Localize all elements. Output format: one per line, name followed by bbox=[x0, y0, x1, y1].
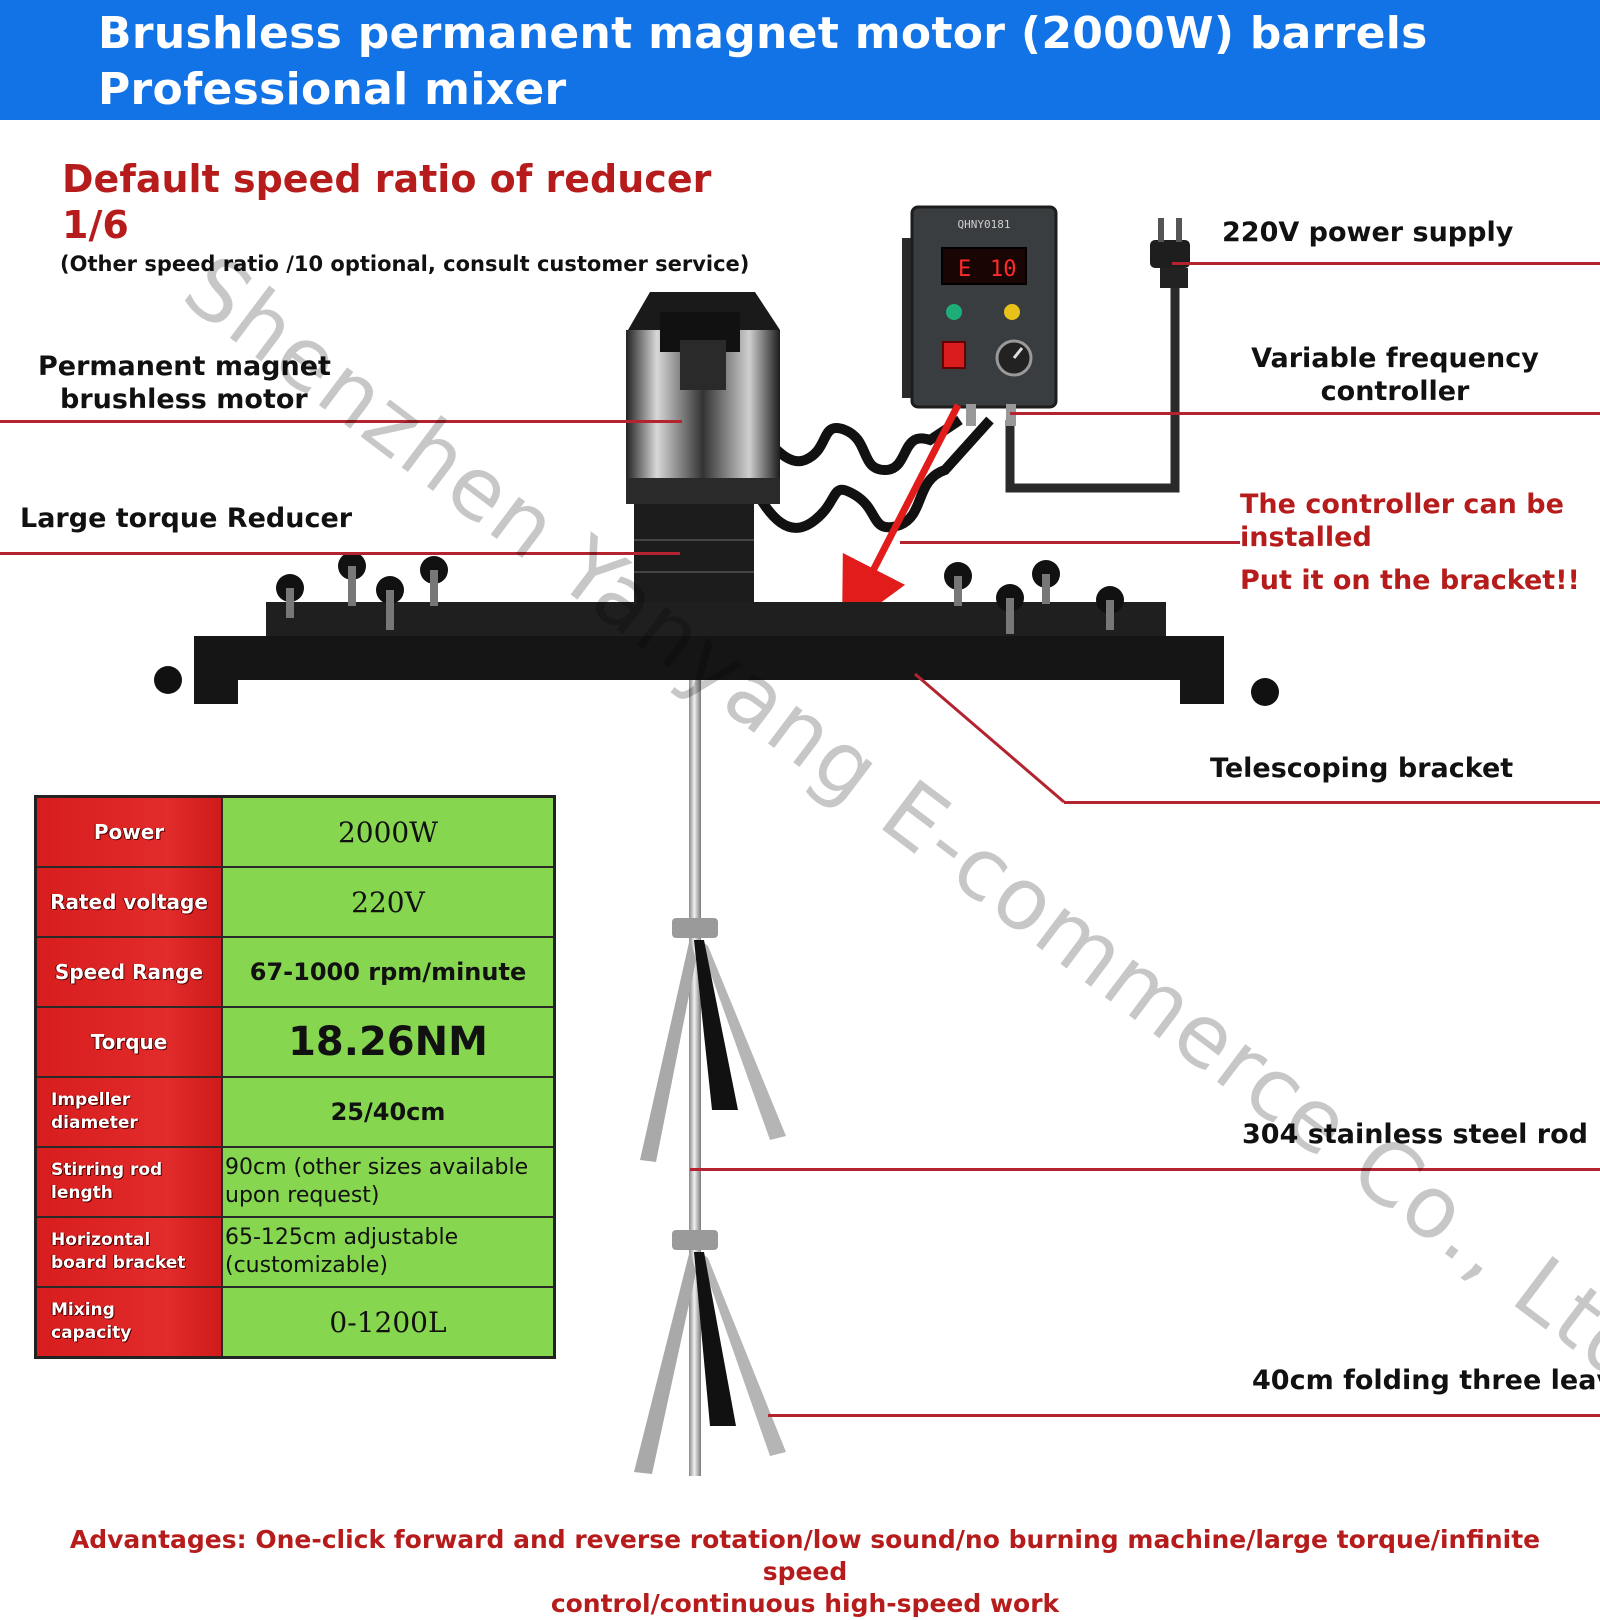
leader-line-controller bbox=[900, 541, 1240, 544]
leader-line-power bbox=[1172, 262, 1600, 265]
label-telescoping-bracket: Telescoping bracket bbox=[1210, 753, 1514, 784]
label-motor: Permanent magnet brushless motor bbox=[38, 350, 331, 416]
spec-value: 18.26NM bbox=[221, 1006, 556, 1078]
green-indicator-icon bbox=[946, 304, 962, 320]
label-controller-line3: Put it on the bracket!! bbox=[1240, 565, 1580, 596]
spec-key-line1: Mixing bbox=[51, 1300, 115, 1320]
spec-key: Rated voltage bbox=[34, 866, 223, 938]
spec-key: Impeller diameter bbox=[34, 1076, 223, 1148]
spec-key: Speed Range bbox=[34, 936, 223, 1008]
spec-key-line2: diameter bbox=[51, 1113, 138, 1133]
label-motor-line2: brushless motor bbox=[60, 384, 308, 415]
spec-value-line2: upon request) bbox=[225, 1183, 380, 1208]
telescoping-bracket bbox=[154, 552, 1279, 706]
brushless-motor bbox=[626, 292, 780, 504]
spec-value-line2: (customizable) bbox=[225, 1253, 388, 1278]
display-readout-right: 10 bbox=[990, 257, 1017, 282]
bracket-knob-icon bbox=[154, 666, 182, 694]
reducer-ratio-note: (Other speed ratio /10 optional, consult… bbox=[60, 252, 750, 276]
spec-key: Mixing capacity bbox=[34, 1286, 223, 1359]
lower-impeller bbox=[634, 1230, 786, 1474]
spec-value: 65-125cm adjustable (customizable) bbox=[221, 1216, 556, 1288]
spec-value: 25/40cm bbox=[221, 1076, 556, 1148]
label-controller-line2: installed bbox=[1240, 522, 1372, 553]
controller-display bbox=[941, 247, 1027, 285]
label-controller-line1: The controller can be bbox=[1240, 489, 1564, 520]
spec-value: 90cm (other sizes available upon request… bbox=[221, 1146, 556, 1218]
header-banner: Brushless permanent magnet motor (2000W)… bbox=[0, 0, 1600, 120]
spec-value: 67-1000 rpm/minute bbox=[221, 936, 556, 1008]
install-arrow bbox=[842, 403, 962, 632]
spec-row-impeller: Impeller diameter 25/40cm bbox=[34, 1076, 556, 1148]
spec-row-capacity: Mixing capacity 0-1200L bbox=[34, 1286, 556, 1359]
advantages-line1: Advantages: One-click forward and revers… bbox=[69, 1525, 1541, 1586]
reducer-ratio-value: 1/6 bbox=[62, 203, 129, 247]
label-power-supply: 220V power supply bbox=[1222, 217, 1514, 248]
spec-key-line1: Impeller bbox=[51, 1090, 131, 1110]
reducer-ratio-title: Default speed ratio of reducer 1/6 bbox=[62, 156, 711, 248]
bracket-leader-diagonal bbox=[914, 672, 1065, 804]
spec-key: Horizontal board bracket bbox=[34, 1216, 223, 1288]
product-title-line1: Brushless permanent magnet motor (2000W)… bbox=[98, 8, 1428, 59]
power-plug-icon bbox=[1150, 218, 1190, 288]
label-folding-leaves: 40cm folding three leaves bbox=[1252, 1365, 1600, 1396]
spec-key-line1: Stirring rod bbox=[51, 1160, 163, 1180]
spec-row-bracket: Horizontal board bracket 65-125cm adjust… bbox=[34, 1216, 556, 1288]
controller-model-label: QHNY0181 bbox=[958, 218, 1011, 231]
label-steel-rod: 304 stainless steel rod bbox=[1242, 1119, 1588, 1150]
spec-value-line1: 90cm (other sizes available bbox=[225, 1155, 529, 1180]
stainless-steel-rod bbox=[689, 680, 701, 1476]
spec-row-torque: Torque 18.26NM bbox=[34, 1006, 556, 1078]
leader-line-bracket bbox=[1064, 801, 1600, 804]
spec-table: Power 2000W Rated voltage 220V Speed Ran… bbox=[34, 795, 556, 1359]
power-switch-icon bbox=[942, 341, 966, 369]
spec-row-rod-length: Stirring rod length 90cm (other sizes av… bbox=[34, 1146, 556, 1218]
spec-value: 0-1200L bbox=[221, 1286, 556, 1359]
leader-line-rod bbox=[690, 1168, 1600, 1171]
upper-impeller bbox=[640, 918, 786, 1162]
label-controller-install: The controller can be installed Put it o… bbox=[1240, 488, 1580, 597]
spec-key-line1: Horizontal bbox=[51, 1230, 151, 1250]
spec-key: Stirring rod length bbox=[34, 1146, 223, 1218]
bracket-knob-icon bbox=[1251, 678, 1279, 706]
spec-row-voltage: Rated voltage 220V bbox=[34, 866, 556, 938]
label-vfc: Variable frequency controller bbox=[1250, 342, 1540, 408]
spec-key-line2: length bbox=[51, 1183, 113, 1203]
spec-key-line2: capacity bbox=[51, 1323, 132, 1343]
advantages-footer: Advantages: One-click forward and revers… bbox=[40, 1524, 1570, 1620]
yellow-indicator-icon bbox=[1004, 304, 1020, 320]
product-title-line2: Professional mixer bbox=[98, 64, 567, 115]
leader-line-leaves bbox=[768, 1414, 1600, 1417]
reducer-ratio-title-line1: Default speed ratio of reducer bbox=[62, 157, 712, 201]
spec-value: 2000W bbox=[221, 795, 556, 868]
spec-row-power: Power 2000W bbox=[34, 795, 556, 868]
variable-frequency-controller: QHNY0181 E 10 bbox=[902, 205, 1058, 426]
display-readout-left: E bbox=[958, 257, 971, 282]
spec-value: 220V bbox=[221, 866, 556, 938]
label-motor-line1: Permanent magnet bbox=[38, 351, 331, 382]
leader-line-reducer bbox=[0, 552, 680, 555]
label-vfc-line1: Variable frequency bbox=[1251, 343, 1539, 374]
spec-key-line2: board bracket bbox=[51, 1253, 186, 1273]
spec-key: Torque bbox=[34, 1006, 223, 1078]
label-vfc-line2: controller bbox=[1320, 376, 1470, 407]
power-cable bbox=[1005, 262, 1180, 493]
leader-line-motor bbox=[0, 420, 682, 423]
spec-row-speed: Speed Range 67-1000 rpm/minute bbox=[34, 936, 556, 1008]
label-reducer: Large torque Reducer bbox=[20, 503, 353, 534]
spec-key: Power bbox=[34, 795, 223, 868]
coiled-cable-lower bbox=[745, 416, 994, 533]
advantages-line2: control/continuous high-speed work bbox=[550, 1589, 1060, 1618]
spec-value-line1: 65-125cm adjustable bbox=[225, 1225, 459, 1250]
leader-line-vfc bbox=[1010, 412, 1600, 415]
